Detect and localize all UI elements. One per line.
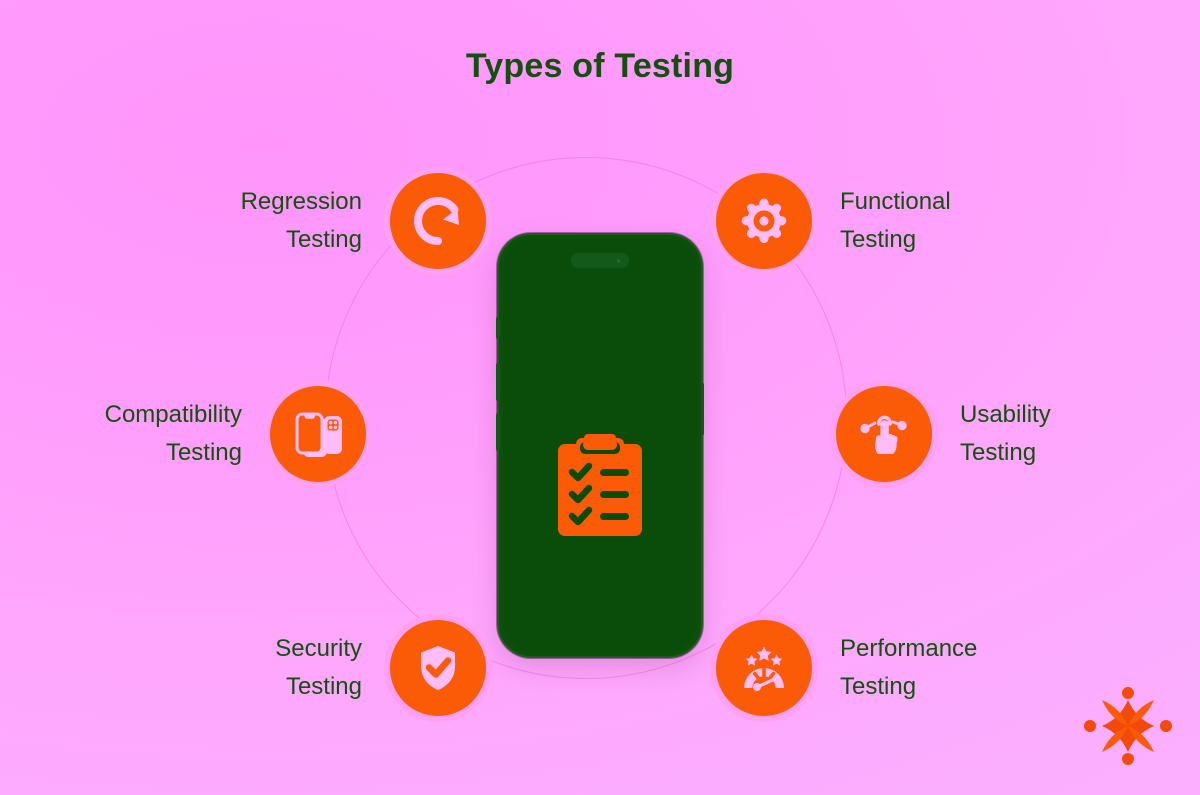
node-compatibility-testing[interactable]: Compatibility Testing (105, 380, 372, 488)
node-regression-testing[interactable]: Regression Testing (241, 167, 492, 275)
compatibility-label: Compatibility Testing (104, 401, 242, 466)
phone-mute-button[interactable] (496, 317, 500, 339)
two-phones-devices-icon (289, 405, 347, 463)
clipboard-checklist-icon (552, 428, 648, 545)
performance-bubble[interactable] (710, 614, 818, 722)
performance-label: Performance Testing (840, 635, 978, 700)
regression-bubble[interactable] (384, 167, 492, 275)
regression-label: Regression Testing (240, 188, 362, 253)
gear-icon (735, 192, 793, 250)
security-label: Security Testing (275, 635, 362, 700)
smartphone-mockup (496, 233, 704, 658)
node-functional-testing[interactable]: Functional Testing (710, 167, 951, 275)
refresh-circular-arrow-icon (409, 192, 467, 250)
phone-dynamic-island (571, 253, 629, 268)
functional-bubble[interactable] (710, 167, 818, 275)
shield-check-icon (409, 639, 467, 697)
compatibility-bubble[interactable] (264, 380, 372, 488)
node-usability-testing[interactable]: Usability Testing (830, 380, 1051, 488)
speedometer-stars-icon (735, 639, 793, 697)
hand-tap-gesture-icon (855, 405, 913, 463)
phone-camera-dot (617, 259, 620, 262)
node-security-testing[interactable]: Security Testing (275, 614, 492, 722)
phone-power-button[interactable] (700, 383, 704, 435)
usability-label: Usability Testing (960, 401, 1051, 466)
four-point-star-compass-logo (1078, 686, 1178, 776)
usability-bubble[interactable] (830, 380, 938, 488)
node-performance-testing[interactable]: Performance Testing (710, 614, 977, 722)
page-title: Types of Testing (465, 47, 735, 85)
phone-volume-up-button[interactable] (496, 363, 500, 401)
functional-label: Functional Testing (840, 188, 951, 253)
security-bubble[interactable] (384, 614, 492, 722)
phone-screen (503, 239, 697, 652)
phone-volume-down-button[interactable] (496, 413, 500, 451)
